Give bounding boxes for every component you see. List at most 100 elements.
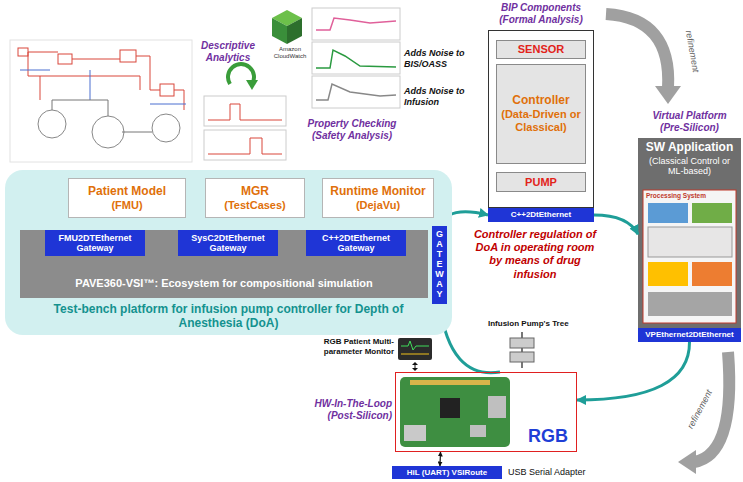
annotation: refinement <box>683 385 716 434</box>
simulink-model <box>52 100 152 132</box>
gateway-box: C++2DtEthernet <box>488 208 594 222</box>
simulink-model <box>10 40 192 162</box>
annotation: Adds Noise to BIS/OASS <box>404 48 478 70</box>
simulink-model <box>92 116 124 148</box>
virtual-platform-drawing <box>648 262 688 286</box>
box-label: HiL (UART) VSIRoute <box>407 468 487 477</box>
signal-plots <box>312 8 400 40</box>
box-label: SENSOR <box>518 43 564 56</box>
patient-monitor-icon <box>398 338 432 360</box>
box-label: Controller <box>512 94 569 108</box>
refinement-arrow <box>606 14 668 88</box>
box-label: (DejaVu) <box>356 199 400 212</box>
raspberry-pi-board <box>440 398 460 418</box>
box-label: C++2DtEthernet <box>511 210 571 219</box>
box-label: PUMP <box>525 176 557 189</box>
patient-monitor-icon <box>398 338 432 371</box>
signal-plots <box>312 8 400 108</box>
refinement-arrow <box>655 86 681 104</box>
virtual-platform-drawing <box>692 203 732 223</box>
box-label: (FMU) <box>111 199 142 212</box>
refinement-arrow <box>678 352 729 474</box>
virtual-platform-drawing <box>643 190 736 323</box>
patient-monitor-icon <box>412 368 418 371</box>
box-label: FMU2DTEthernet Gateway <box>48 233 142 254</box>
simulink-model <box>28 52 184 110</box>
virtual-platform-drawing <box>648 227 732 257</box>
signal-plots <box>316 50 396 68</box>
simulink-model <box>10 40 192 162</box>
simulink-model <box>120 50 136 62</box>
refinement-arrow <box>606 14 681 104</box>
pump-box: PUMP <box>496 172 586 192</box>
box-label: Patient Model <box>88 185 166 199</box>
manager-box: MGR(TestCases) <box>205 178 305 218</box>
annotation: Controller regulation of DoA in operatin… <box>468 228 602 281</box>
box-label: BIP Components (Formal Analysis) <box>490 2 592 25</box>
gateway-box: GATEWAY <box>432 226 447 304</box>
virtual-platform-drawing <box>692 262 732 286</box>
raspberry-pi-board <box>404 425 426 441</box>
analytics-loop-arrow <box>246 80 258 90</box>
simulink-model <box>18 48 28 56</box>
virtual-platform-drawing <box>648 203 688 223</box>
board-box: RGB <box>395 372 577 452</box>
virtual-platform-drawing <box>638 138 741 328</box>
signal-plots <box>312 42 400 74</box>
annotation: HW-In-The-Loop (Post-Silicon) <box>312 398 392 422</box>
box-label: Test-bench platform for infusion pump co… <box>25 303 432 331</box>
annotation: USB Serial Adapter <box>508 467 608 478</box>
box-label: RGB <box>528 426 568 447</box>
box-label: SysC2DtEthernet Gateway <box>181 233 275 254</box>
analytics-charts <box>208 104 282 120</box>
simulink-model <box>160 84 174 96</box>
annotation: Amazon CloudWatch <box>262 46 318 60</box>
connector <box>594 215 638 234</box>
infusion-pump-icon <box>510 338 534 348</box>
gateway-box: FMU2DTEthernet Gateway <box>45 230 145 256</box>
model-box: Patient Model(FMU) <box>68 178 186 218</box>
simulink-model <box>58 54 72 64</box>
box-label: Virtual Platform (Pre-Silicon) <box>641 110 738 133</box>
test-bench-region: Test-bench platform for infusion pump co… <box>5 170 452 335</box>
raspberry-pi-board <box>400 377 510 447</box>
controller-box: Controller(Data-Driven or Classical) <box>496 64 586 164</box>
annotation: Property Checking (Safety Analysis) <box>302 118 402 142</box>
connector <box>577 342 690 400</box>
annotation: Processing System <box>646 192 732 200</box>
box-label: (TestCases) <box>224 199 286 212</box>
patient-monitor-icon <box>412 362 418 365</box>
analytics-loop-arrow <box>228 64 258 90</box>
patient-monitor-icon <box>401 341 429 350</box>
box-label: C++2DtEthernet Gateway <box>309 233 403 254</box>
analytics-charts <box>204 96 286 126</box>
raspberry-pi-board <box>488 396 506 418</box>
raspberry-pi-board <box>400 377 510 447</box>
simulink-model <box>20 70 186 104</box>
analytics-charts <box>204 96 286 160</box>
analytics-charts <box>208 138 282 154</box>
raspberry-pi-board <box>410 380 490 385</box>
virtual-platform: Virtual Platform (Pre-Silicon)SW Applica… <box>638 110 741 328</box>
annotation: Descriptive Analytics <box>196 40 260 64</box>
box-label: (Data-Driven or Classical) <box>501 108 581 133</box>
annotation: refinement <box>682 26 701 77</box>
infusion-pump-icon <box>521 332 523 368</box>
box-label: GATEWAY <box>435 230 444 299</box>
gateway-box: SysC2DtEthernet Gateway <box>178 230 278 256</box>
infusion-pump-icon <box>510 352 534 362</box>
gateway-box: C++2DtEthernet Gateway <box>306 230 406 256</box>
box-label: Runtime Monitor <box>330 185 425 199</box>
signal-plots <box>316 84 396 100</box>
annotation: RGB Patient Multi-parameter Monitor <box>316 337 394 356</box>
analytics-charts <box>204 130 286 160</box>
connector <box>439 452 441 466</box>
gateway-box: VPEthernet2DtEthernet <box>638 328 741 342</box>
monitor-box: Runtime Monitor(DejaVu) <box>322 178 434 218</box>
virtual-platform-drawing <box>638 138 741 328</box>
sensor-box: SENSOR <box>496 40 586 59</box>
virtual-platform-drawing <box>648 292 732 316</box>
box-label: (Classical Control or ML-based) <box>641 156 738 177</box>
signal-plots <box>316 18 396 30</box>
